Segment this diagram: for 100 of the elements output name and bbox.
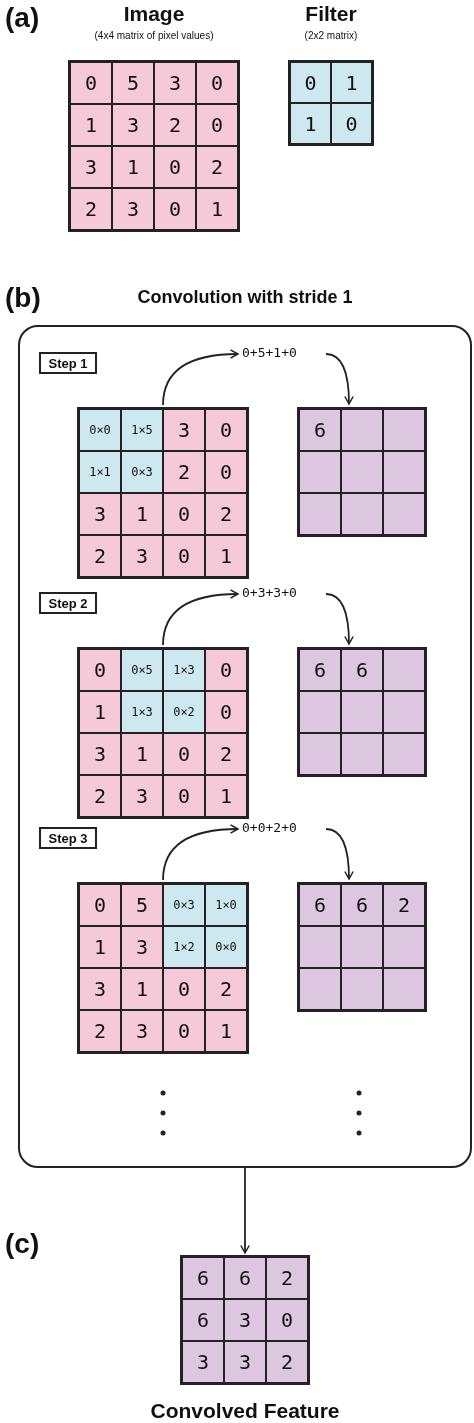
matrix-grid — [77, 647, 249, 819]
matrix-cell — [383, 733, 425, 775]
matrix-cell: 1×3 — [121, 691, 163, 733]
matrix-title: Convolved Feature — [150, 1399, 340, 1423]
matrix-cell: 3 — [79, 733, 121, 775]
equation-text: 0+5+1+0 — [242, 345, 322, 363]
matrix-cell — [299, 926, 341, 968]
matrix-cell: 0 — [331, 103, 372, 144]
matrix-cell: 1 — [121, 733, 163, 775]
arrow — [162, 349, 239, 406]
matrix-cell: 0×0 — [205, 926, 247, 968]
matrix-cell: 2 — [266, 1257, 308, 1299]
matrix-cell: 6 — [224, 1257, 266, 1299]
step-label: Step 1 — [39, 352, 97, 374]
arrow — [325, 828, 354, 880]
step-label: Step 2 — [39, 592, 97, 614]
matrix-cell: 3 — [112, 104, 154, 146]
matrix-cell: 1 — [205, 775, 247, 817]
matrix-cell — [383, 968, 425, 1010]
matrix-cell — [341, 968, 383, 1010]
matrix-cell: 3 — [121, 775, 163, 817]
matrix-cell: 0 — [163, 968, 205, 1010]
matrix-cell: 3 — [224, 1299, 266, 1341]
matrix-cell: 1×3 — [163, 649, 205, 691]
matrix-cell: 5 — [121, 884, 163, 926]
matrix-cell: 1 — [112, 146, 154, 188]
matrix-cell: 1 — [205, 535, 247, 577]
matrix-cell: 2 — [383, 884, 425, 926]
matrix-cell — [383, 493, 425, 535]
matrix-cell: 3 — [121, 926, 163, 968]
matrix-cell: 2 — [154, 104, 196, 146]
matrix-cell: 2 — [266, 1341, 308, 1383]
matrix-cell: 0×3 — [163, 884, 205, 926]
matrix-cell: 3 — [154, 62, 196, 104]
matrix-cell — [383, 691, 425, 733]
matrix-cell: 0 — [163, 535, 205, 577]
matrix-cell — [341, 409, 383, 451]
matrix-subtitle: (2x2 matrix) — [304, 30, 358, 41]
matrix-cell — [299, 451, 341, 493]
matrix-cell: 1 — [121, 968, 163, 1010]
matrix-cell: 0 — [290, 62, 331, 103]
matrix-cell: 0 — [196, 104, 238, 146]
matrix-cell: 0 — [79, 649, 121, 691]
matrix-cell: 0×3 — [121, 451, 163, 493]
matrix-cell: 0 — [205, 409, 247, 451]
matrix-cell: 0 — [163, 733, 205, 775]
matrix-cell — [299, 691, 341, 733]
matrix-cell: 1×1 — [79, 451, 121, 493]
matrix-cell: 0 — [205, 649, 247, 691]
matrix-cell: 2 — [196, 146, 238, 188]
matrix-cell: 0 — [154, 188, 196, 230]
matrix-cell: 6 — [299, 649, 341, 691]
matrix-cell: 2 — [79, 775, 121, 817]
matrix-cell: 6 — [182, 1257, 224, 1299]
matrix-cell: 1 — [70, 104, 112, 146]
matrix-cell: 0 — [163, 1010, 205, 1052]
matrix-cell — [341, 451, 383, 493]
panel-letter: (c) — [5, 1228, 40, 1260]
matrix-cell — [299, 733, 341, 775]
matrix-grid — [77, 407, 249, 579]
matrix-cell: 3 — [121, 535, 163, 577]
matrix-cell: 3 — [121, 1010, 163, 1052]
matrix-cell: 1 — [196, 188, 238, 230]
matrix-cell: 1 — [331, 62, 372, 103]
matrix-cell: 3 — [163, 409, 205, 451]
matrix-cell: 6 — [299, 409, 341, 451]
matrix-cell: 0 — [205, 451, 247, 493]
matrix-cell: 1 — [121, 493, 163, 535]
matrix-grid — [77, 882, 249, 1054]
matrix-cell: 0 — [163, 493, 205, 535]
matrix-cell — [341, 493, 383, 535]
matrix-cell: 2 — [205, 493, 247, 535]
matrix-cell: 0 — [205, 691, 247, 733]
matrix-cell: 0×0 — [79, 409, 121, 451]
matrix-grid — [297, 407, 427, 537]
matrix-cell — [383, 926, 425, 968]
arrow — [325, 353, 354, 405]
matrix-cell: 3 — [112, 188, 154, 230]
matrix-cell: 1 — [79, 926, 121, 968]
matrix-cell: 1×0 — [205, 884, 247, 926]
matrix-cell: 6 — [341, 649, 383, 691]
matrix-cell: 2 — [79, 1010, 121, 1052]
matrix-title: Image — [123, 2, 185, 26]
matrix-cell: 1×5 — [121, 409, 163, 451]
matrix-cell: 0 — [196, 62, 238, 104]
matrix-cell: 3 — [224, 1341, 266, 1383]
step-label: Step 3 — [39, 827, 97, 849]
matrix-cell: 2 — [70, 188, 112, 230]
equation-text: 0+3+3+0 — [242, 585, 322, 603]
matrix-cell: 1×2 — [163, 926, 205, 968]
matrix-cell: 3 — [79, 493, 121, 535]
arrow — [162, 824, 239, 881]
matrix-cell: 0 — [79, 884, 121, 926]
matrix-cell — [341, 691, 383, 733]
matrix-cell — [341, 926, 383, 968]
panel-letter: (a) — [5, 2, 40, 34]
matrix-cell: 0 — [163, 775, 205, 817]
matrix-cell: 5 — [112, 62, 154, 104]
matrix-cell: 0×5 — [121, 649, 163, 691]
matrix-cell — [383, 409, 425, 451]
